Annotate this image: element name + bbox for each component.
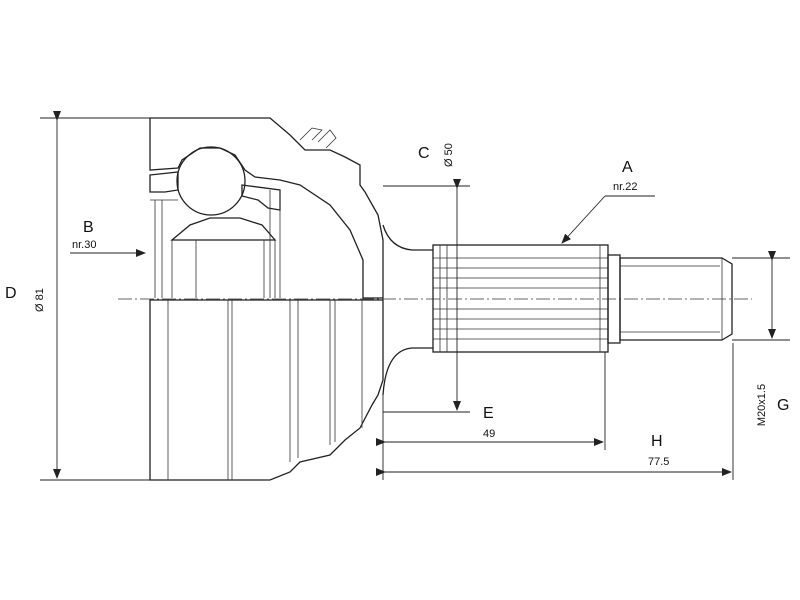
note-a: nr.22	[613, 181, 637, 193]
value-e: 49	[483, 428, 495, 440]
dimension-a: A nr.22	[561, 159, 655, 244]
dimension-b: B nr.30	[70, 219, 146, 257]
dimension-c: C Ø 50	[383, 143, 470, 413]
dimension-h: H 77.5	[376, 343, 734, 480]
inner-race	[150, 190, 281, 298]
ball	[176, 146, 246, 216]
label-c: C	[418, 145, 430, 162]
neck	[382, 224, 433, 396]
housing-section-upper	[149, 117, 384, 299]
label-b: B	[83, 219, 94, 236]
value-h: 77.5	[648, 456, 669, 468]
dimension-g: M20x1.5 G	[732, 251, 790, 426]
housing-view-lower	[149, 299, 384, 481]
label-h: H	[651, 433, 663, 450]
note-b: nr.30	[72, 239, 96, 251]
dimension-e: E 49	[376, 352, 606, 480]
value-c: Ø 50	[443, 143, 455, 167]
label-d: D	[5, 285, 17, 302]
dimension-d: D Ø 81	[5, 111, 150, 481]
value-d: Ø 81	[34, 288, 46, 312]
value-g: M20x1.5	[756, 384, 768, 426]
label-g: G	[777, 397, 789, 414]
threaded-end	[607, 254, 733, 344]
splined-stub	[432, 244, 609, 353]
label-a: A	[622, 159, 633, 176]
label-e: E	[483, 405, 494, 422]
